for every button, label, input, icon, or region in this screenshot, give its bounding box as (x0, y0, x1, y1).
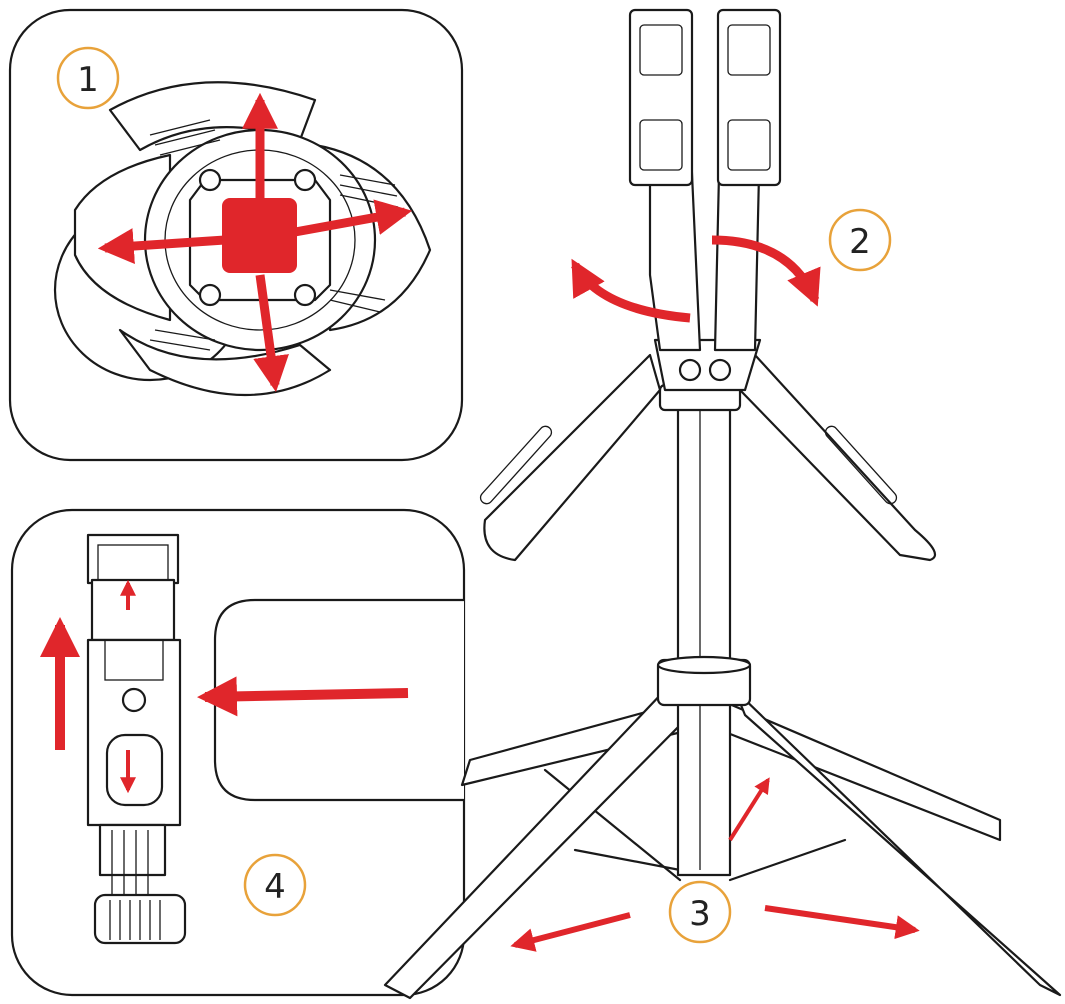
step-3-label: 3 (689, 894, 711, 934)
step-badge-2 (828, 208, 892, 272)
panel-4-clamp-detail: 4 (10, 508, 466, 997)
step-1-label: 1 (77, 60, 99, 100)
tripod-stand-drawing (383, 8, 1062, 1000)
step-badge-3 (668, 880, 732, 944)
expand-arrows-icon (97, 92, 413, 393)
phone-clamp-drawing (86, 533, 187, 945)
step-4-label: 4 (264, 867, 286, 907)
step-badge-4 (243, 853, 307, 917)
spread-legs-arrows-icon (510, 777, 920, 952)
step-2-label: 2 (849, 222, 871, 262)
clamp-arrows-icon (40, 579, 409, 794)
panel-1-mount-detail: 1 (8, 8, 464, 462)
step-badge-1 (56, 46, 120, 110)
rotate-arrow-icon (571, 235, 821, 323)
